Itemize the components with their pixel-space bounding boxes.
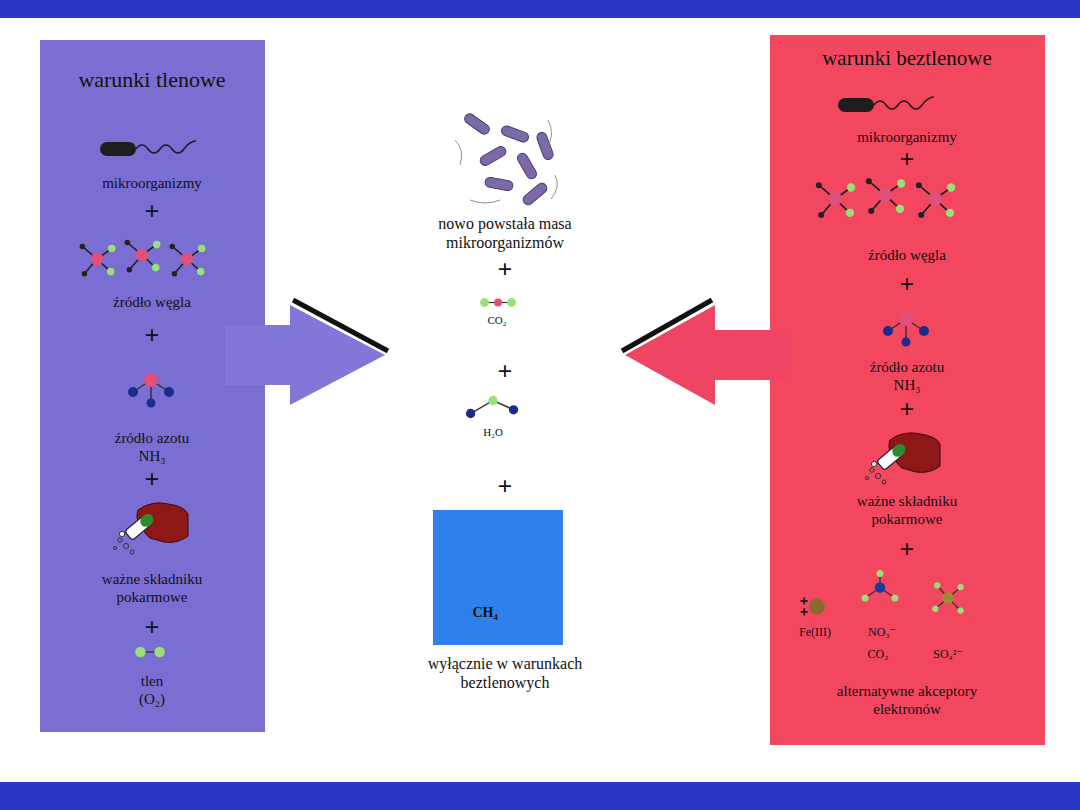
ammonia-icon xyxy=(883,312,929,347)
formula-label: H₂O xyxy=(471,426,515,439)
middle-icons xyxy=(455,112,557,418)
illustration-part xyxy=(225,305,385,405)
oxygen-icon xyxy=(135,647,165,658)
note-caption: wyłącznie w warunkach beztlenowych xyxy=(416,654,594,692)
illustration-part xyxy=(293,300,388,351)
item-label: źródło węgla xyxy=(832,246,982,264)
illustration-part xyxy=(484,177,513,192)
plus-sign: + xyxy=(490,359,520,385)
plus-sign: + xyxy=(892,537,922,563)
methane-box: CH₄ xyxy=(433,510,563,645)
plus-sign: + xyxy=(137,615,167,641)
plus-sign: + xyxy=(137,199,167,225)
bacterium-icon xyxy=(100,141,196,156)
molecule-icon xyxy=(80,244,116,277)
panel-fill xyxy=(40,40,265,732)
item-label: źródło węgla xyxy=(77,293,227,311)
panel-fill xyxy=(433,510,563,645)
item-label: tlen (O₂) xyxy=(130,672,174,708)
molecule-icon xyxy=(866,178,905,214)
illustration-part xyxy=(516,151,539,180)
molecule-icon xyxy=(125,240,161,273)
illustration-part xyxy=(478,145,507,168)
item-label: alternatywne akceptory elektronów xyxy=(819,682,995,718)
top-bar xyxy=(0,0,1080,18)
item-label: mikroorganizmy xyxy=(77,174,227,192)
hand-icon xyxy=(865,433,940,484)
plus-sign: + xyxy=(892,147,922,173)
formula-label: CO₂ xyxy=(475,314,519,327)
plus-sign: CH₄ xyxy=(455,606,515,620)
iron-icon xyxy=(801,597,825,615)
panel-fills xyxy=(40,35,1045,745)
aerobic-panel: warunki tlenowe mikroorganizmy + źródło węg… xyxy=(40,40,265,732)
plus-sign: + xyxy=(892,397,922,423)
illustration-part xyxy=(500,125,530,144)
panel-heading: warunki beztlenowe xyxy=(787,46,1027,71)
plus-sign: + xyxy=(892,272,922,298)
product-caption: nowo powstała masa mikroorganizmów xyxy=(416,214,594,252)
item-label: źródło azotu NH₃ xyxy=(106,429,198,465)
plus-sign: + xyxy=(137,323,167,349)
co2-icon xyxy=(480,298,516,307)
water-icon xyxy=(466,396,518,418)
item-label: źródło azotu NH₃ xyxy=(861,358,953,394)
illustration-part xyxy=(455,120,557,203)
anaerobic-arrow xyxy=(622,300,790,405)
item-label: ważne składniku pokarmowe xyxy=(86,570,218,606)
illustration-part xyxy=(625,305,790,405)
ammonia-icon xyxy=(128,373,174,408)
aerobic-arrow xyxy=(225,300,388,405)
anaerobic-panel: warunki beztlenowemikroorganizmy+źródło … xyxy=(770,35,1045,745)
panel-fill xyxy=(770,35,1045,745)
item-label: CO₂ xyxy=(858,647,898,661)
right-icons xyxy=(801,97,964,615)
item-label: Fe(III) xyxy=(790,625,840,639)
nitrate-icon xyxy=(862,570,899,602)
item-label: SO₄²⁻ xyxy=(925,647,971,661)
biomass-icon xyxy=(455,112,557,207)
plus-sign: + xyxy=(137,467,167,493)
molecule-icon xyxy=(170,244,206,277)
molecule-icon xyxy=(816,182,855,218)
item-label: ważne składniku pokarmowe xyxy=(841,492,973,528)
illustration-part xyxy=(521,181,549,207)
sulfate-icon xyxy=(932,582,964,614)
panel-heading: warunki tlenowe xyxy=(52,67,252,93)
plus-sign: + xyxy=(490,474,520,500)
molecule-icon xyxy=(916,182,955,218)
item-label: NO₃⁻ xyxy=(859,625,905,639)
plus-sign: + xyxy=(490,257,520,283)
bacterium-icon xyxy=(838,97,934,112)
item-label: mikroorganizmy xyxy=(832,128,982,146)
illustration-part xyxy=(622,300,712,351)
hand-icon xyxy=(113,503,188,554)
illustration-part xyxy=(463,112,492,136)
bottom-bar xyxy=(0,782,1080,810)
